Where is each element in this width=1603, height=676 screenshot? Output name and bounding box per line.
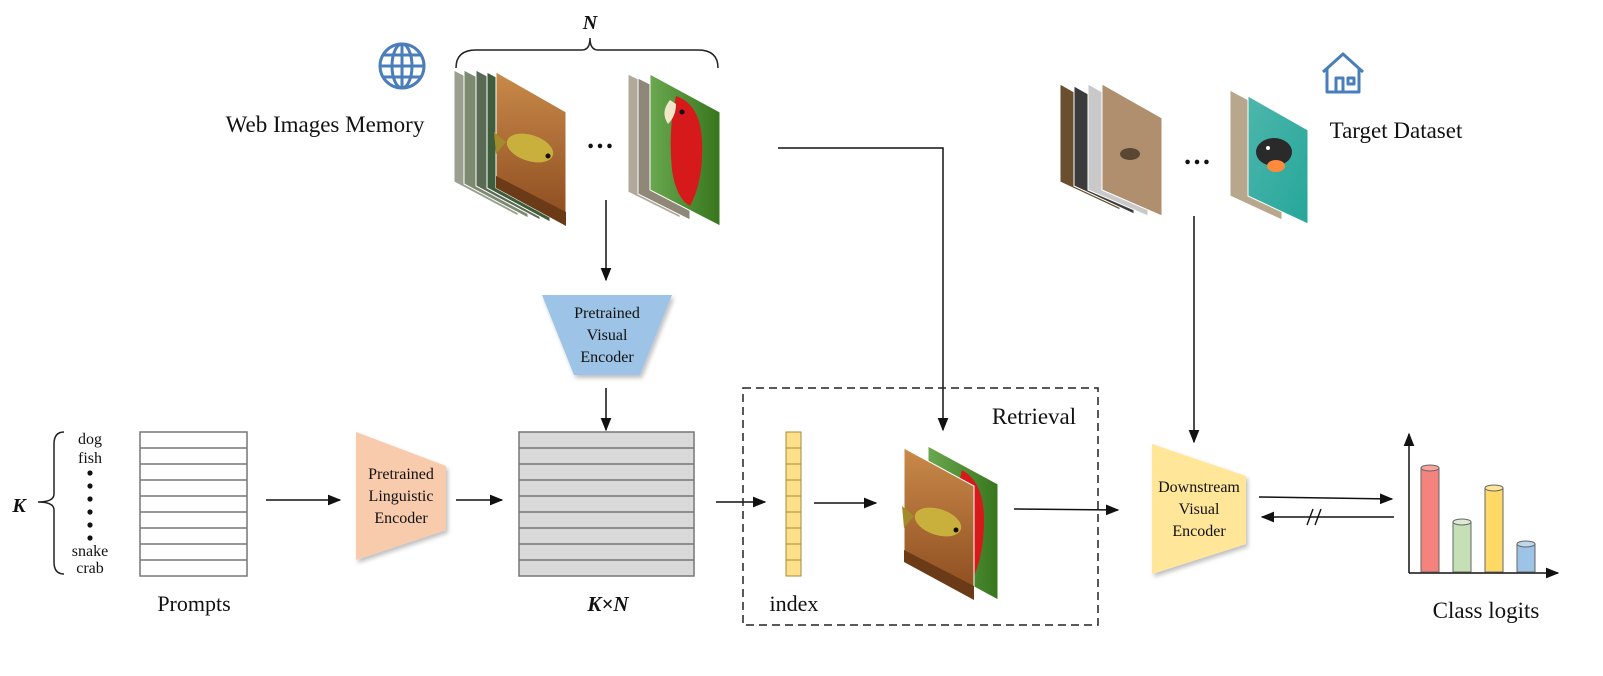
logit-bar-red bbox=[1420, 464, 1440, 573]
target-image-stack-2 bbox=[1229, 89, 1309, 225]
visual-encoder-line-1: Pretrained bbox=[574, 305, 640, 322]
arrow-web-to-retrieval bbox=[778, 147, 949, 432]
k-brace bbox=[37, 431, 65, 575]
retrieval-label: Retrieval bbox=[992, 404, 1076, 429]
index-label: index bbox=[770, 591, 819, 616]
prompts-table bbox=[139, 431, 248, 577]
arrow-retrieved-to-downstream bbox=[1013, 504, 1120, 516]
prompt-word-snake: snake bbox=[72, 543, 108, 560]
web-image-stack-fish bbox=[453, 69, 567, 227]
class-logits-chart bbox=[1403, 432, 1560, 579]
downstream-encoder-line-1: Downstream bbox=[1158, 479, 1240, 496]
pretrained-visual-encoder: Pretrained Visual Encoder bbox=[542, 295, 672, 375]
target-image-stack-1 bbox=[1059, 83, 1163, 217]
linguistic-encoder-line-3: Encoder bbox=[374, 510, 428, 527]
target-dataset-label: Target Dataset bbox=[1330, 118, 1463, 143]
class-logits-label: Class logits bbox=[1433, 598, 1540, 623]
n-label: N bbox=[582, 12, 599, 34]
downstream-visual-encoder: Downstream Visual Encoder bbox=[1152, 444, 1246, 574]
downstream-encoder-line-2: Visual bbox=[1179, 501, 1220, 518]
logit-bar-yellow bbox=[1484, 484, 1504, 573]
prompt-word-dog: dog bbox=[78, 431, 102, 448]
kxn-label: K×N bbox=[586, 592, 629, 616]
prompt-vertical-dots bbox=[87, 470, 93, 541]
kxn-matrix bbox=[518, 431, 695, 577]
downstream-encoder-line-3: Encoder bbox=[1172, 523, 1226, 540]
logit-bar-green bbox=[1452, 518, 1472, 573]
linguistic-encoder-line-1: Pretrained bbox=[368, 466, 434, 483]
retrieval-box bbox=[742, 387, 1099, 626]
retrieved-image-stack bbox=[902, 445, 999, 601]
n-brace bbox=[455, 37, 719, 69]
visual-encoder-line-3: Encoder bbox=[580, 349, 634, 366]
target-ellipsis: … bbox=[1183, 140, 1211, 171]
index-vector bbox=[785, 431, 802, 577]
house-icon bbox=[1321, 52, 1365, 94]
prompt-word-crab: crab bbox=[76, 560, 104, 577]
linguistic-encoder-line-2: Linguistic bbox=[369, 488, 434, 505]
web-images-memory-label: Web Images Memory bbox=[226, 112, 425, 137]
globe-icon bbox=[378, 42, 426, 90]
web-image-stack-parrot bbox=[627, 73, 721, 227]
pretrained-linguistic-encoder: Pretrained Linguistic Encoder bbox=[356, 432, 446, 560]
prompts-label: Prompts bbox=[157, 591, 230, 616]
logit-bar-blue bbox=[1516, 540, 1536, 573]
arrow-downstream-to-logits bbox=[1258, 493, 1394, 505]
web-ellipsis: … bbox=[586, 124, 614, 155]
k-label: K bbox=[11, 495, 27, 517]
prompt-word-fish: fish bbox=[78, 450, 102, 467]
gradient-break-mark bbox=[1306, 508, 1322, 526]
visual-encoder-line-2: Visual bbox=[587, 327, 628, 344]
